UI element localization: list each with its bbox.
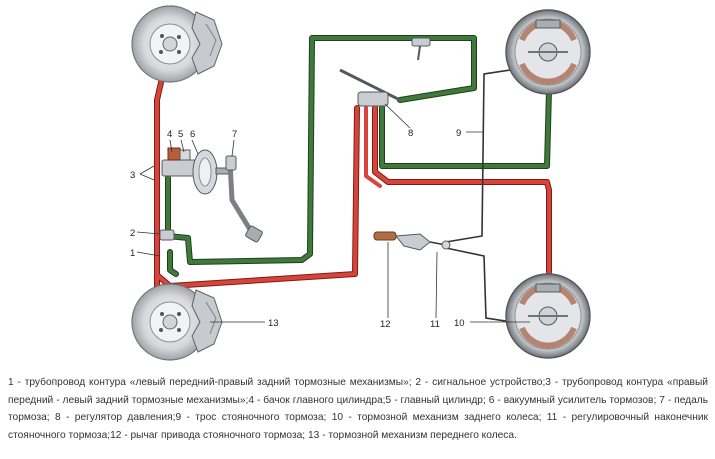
callout-8: 8 xyxy=(408,128,413,139)
callout-5: 5 xyxy=(178,129,183,140)
callout-labels: 1 2 3 4 5 6 7 8 9 10 11 12 13 xyxy=(130,128,465,330)
front-disc-brake-bottom xyxy=(131,283,223,361)
green-circuit-pipes-fill xyxy=(166,36,551,276)
parking-brake-cables xyxy=(429,69,513,323)
red-circuit-pipes-fill xyxy=(155,76,551,300)
parking-brake-lever xyxy=(373,231,451,251)
callout-7: 7 xyxy=(232,129,237,140)
brake-pedal xyxy=(225,155,263,243)
callout-10: 10 xyxy=(454,318,465,329)
red-circuit-pipes xyxy=(154,75,552,301)
master-cylinder-assembly xyxy=(161,147,233,195)
signal-device xyxy=(159,229,175,241)
callout-12: 12 xyxy=(380,319,391,330)
front-disc-brake-top xyxy=(131,5,223,83)
callout-6: 6 xyxy=(190,129,195,140)
callout-1: 1 xyxy=(130,248,135,259)
callout-13: 13 xyxy=(268,318,279,329)
callout-9: 9 xyxy=(456,128,461,139)
brake-system-diagram: 1 2 3 4 5 6 7 8 9 10 11 12 13 xyxy=(130,5,591,361)
callout-leaders xyxy=(136,103,530,323)
callout-3: 3 xyxy=(130,170,135,181)
callout-2: 2 xyxy=(130,228,135,239)
callout-4: 4 xyxy=(167,129,172,140)
figure-caption: 1 - трубопровод контура «левый передний-… xyxy=(8,377,708,441)
pressure-regulator xyxy=(339,37,431,107)
rear-drum-brake-bottom xyxy=(505,273,591,359)
rear-drum-brake-top xyxy=(505,9,591,95)
callout-11: 11 xyxy=(430,319,440,330)
